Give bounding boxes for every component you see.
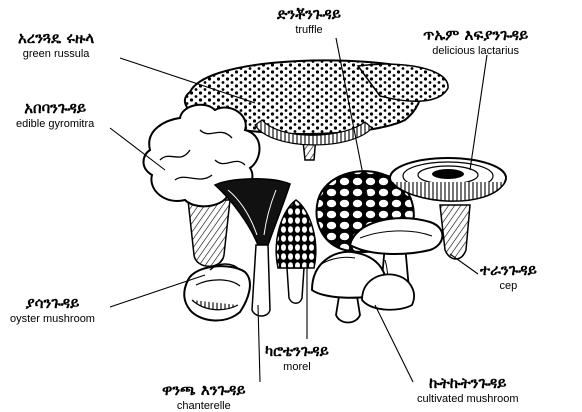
label-delicious-lactarius: ጥኡም እፍያንጉዳይ delicious lactarius — [423, 27, 528, 57]
cep-english: cep — [480, 280, 537, 292]
label-edible-gyromitra: አበባንጉዳይ edible gyromitra — [16, 100, 94, 130]
chanterelle-stem — [252, 245, 270, 316]
chanterelle-english: chanterelle — [162, 400, 246, 412]
morel-english: morel — [265, 361, 329, 373]
morel-drawing — [276, 200, 316, 303]
morel-amharic: ካሮቴንጉዳይ — [265, 343, 329, 360]
cultivated-mushroom-english: cultivated mushroom — [417, 393, 519, 405]
label-green-russula: አረንጓዴ ሩዙላ green russula — [18, 30, 94, 60]
label-cep: ተራንጉዳይ cep — [480, 262, 537, 292]
label-cultivated-mushroom: ኩትኩትንጉዳይ cultivated mushroom — [417, 375, 519, 405]
edible-gyromitra-amharic: አበባንጉዳይ — [16, 100, 94, 117]
label-chanterelle: ዋንጫ እንጉዳይ chanterelle — [162, 382, 246, 412]
delicious-lactarius-amharic: ጥኡም እፍያንጉዳይ — [423, 27, 528, 44]
oyster-mushroom-english: oyster mushroom — [10, 313, 95, 325]
green-russula-english: green russula — [18, 48, 94, 60]
green-russula-amharic: አረንጓዴ ሩዙላ — [18, 30, 94, 47]
cep-amharic: ተራንጉዳይ — [480, 262, 537, 279]
chanterelle-amharic: ዋንጫ እንጉዳይ — [162, 382, 246, 399]
label-morel: ካሮቴንጉዳይ morel — [265, 343, 329, 373]
truffle-english: truffle — [277, 24, 341, 36]
label-oyster-mushroom: ያሳንጉዳይ oyster mushroom — [10, 295, 95, 325]
edible-gyromitra-english: edible gyromitra — [16, 118, 94, 130]
truffle-amharic: ድንቾንጉዳይ — [277, 6, 341, 23]
cultivated-mushroom-amharic: ኩትኩትንጉዳይ — [417, 375, 519, 392]
label-truffle: ድንቾንጉዳይ truffle — [277, 6, 341, 36]
delicious-lactarius-english: delicious lactarius — [423, 45, 528, 57]
oyster-mushroom-drawing — [184, 264, 250, 320]
oyster-mushroom-amharic: ያሳንጉዳይ — [10, 295, 95, 312]
